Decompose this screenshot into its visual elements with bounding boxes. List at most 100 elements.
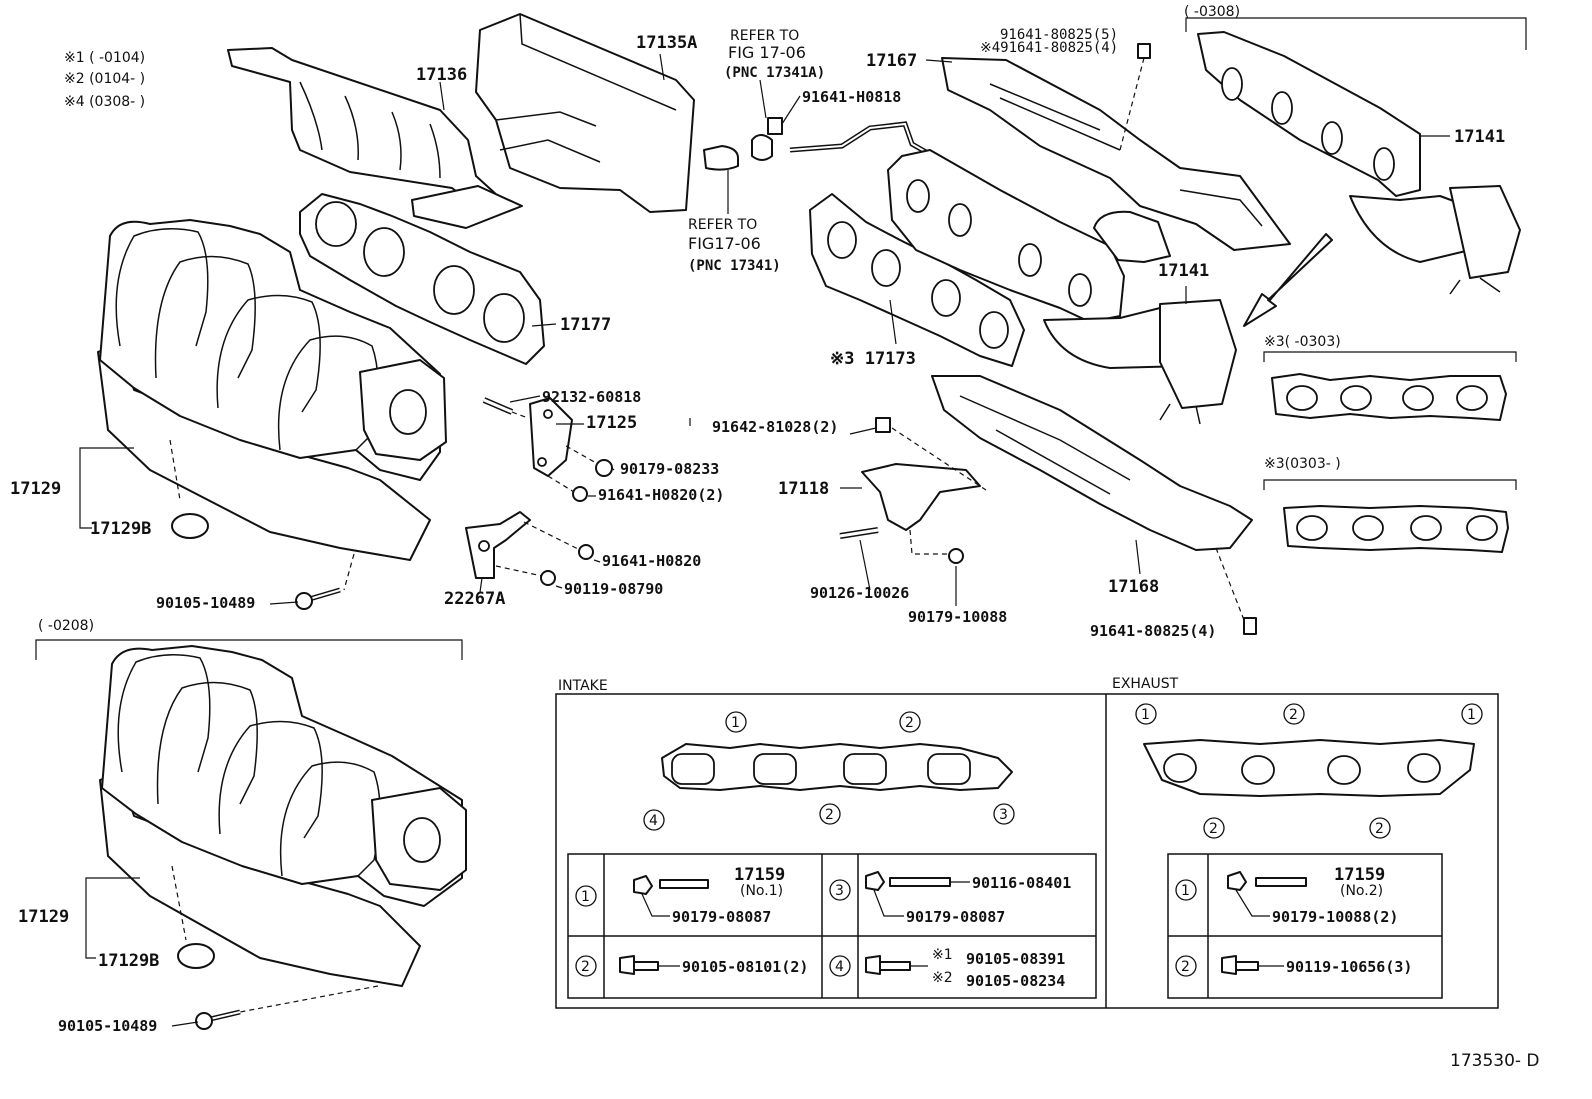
leader-lines: [171, 53, 953, 1027]
range-bracket-lower-left: [35, 639, 463, 660]
note-1: ※1 ( -0104): [64, 50, 145, 66]
intake-row-4-mark2: ※2: [932, 970, 953, 986]
refer-block-17341A: REFER TO FIG 17-06 (PNC 17341A): [724, 28, 825, 161]
bolt-90105-10489-lower: [195, 1009, 241, 1030]
label-17167: 17167: [866, 51, 917, 71]
bracket-17118: [840, 417, 987, 555]
label-90105-10489-upper: 90105-10489: [156, 594, 255, 612]
intake-row-4-bolt2: 90105-08234: [966, 972, 1065, 990]
fastener-tables: INTAKE EXHAUST 1 2 4 2 3 1 2 1 2: [555, 676, 1499, 1009]
refer-2-line3: (PNC 17341): [688, 258, 781, 274]
label-17129B-lower: 17129B: [98, 951, 159, 971]
range-bracket-top-right: [1185, 17, 1527, 50]
intake-manifold-17129-lower: [85, 645, 467, 1013]
part-labels: 17135A 17136 17167 91641-80825(5) ※49164…: [10, 27, 1540, 1071]
range-gasket-b: ※3(0303- ): [1264, 456, 1341, 472]
label-91641-80825-5: 91641-80825(5): [1000, 27, 1118, 43]
label-92132-60818: 92132-60818: [542, 388, 641, 406]
refer-2-line1: REFER TO: [688, 217, 757, 233]
exhaust-row-2-bolt: 90119-10656(3): [1286, 958, 1412, 976]
nut-90179-10088: [948, 548, 964, 606]
exhaust-manifold-17141-middle: [887, 149, 1237, 425]
gasket-range-a: [1263, 351, 1517, 421]
bracket-22267A: [465, 511, 594, 593]
exhaust-row-1-part: 17159: [1334, 865, 1385, 885]
label-91642-81028: 91642-81028(2): [712, 418, 838, 436]
label-17173: ※3 17173: [830, 349, 916, 369]
range-labels: ( -0308) ( -0208) ※3( -0303) ※3(0303- ): [38, 4, 1341, 634]
heat-insulator-17136: [227, 47, 523, 229]
figure-id: 173530- D: [1450, 1051, 1540, 1071]
intake-row-1-num: 1: [581, 889, 590, 905]
label-90179-10088: 90179-10088: [908, 608, 1007, 626]
stud-90126: [839, 527, 879, 591]
label-17141-middle: 17141: [1158, 261, 1209, 281]
label-90179-08233: 90179-08233: [620, 460, 719, 478]
intake-row-3: 3 90116-08401 90179-08087: [829, 871, 1071, 926]
refer-block-17341: REFER TO FIG17-06 (PNC 17341): [688, 145, 781, 274]
exhaust-marker-1b: 1: [1467, 707, 1476, 723]
exhaust-manifold-17141-upper: [1197, 31, 1521, 295]
gasket-range-b: [1263, 479, 1517, 553]
note-2: ※2 (0104- ): [64, 71, 145, 87]
exhaust-row-2-num: 2: [1181, 959, 1190, 975]
label-91641-H0820: 91641-H0820: [602, 552, 701, 570]
label-17136: 17136: [416, 65, 467, 85]
intake-row-4: 4 ※1 90105-08391 ※2 90105-08234: [829, 947, 1065, 990]
exhaust-row-1: 1 17159 (No.2) 90179-10088(2): [1175, 865, 1398, 926]
label-90126-10026: 90126-10026: [810, 584, 909, 602]
label-17177: 17177: [560, 315, 611, 335]
label-91641-H0818: 91641-H0818: [802, 88, 901, 106]
exhaust-row-1-sub: (No.2): [1340, 883, 1383, 899]
stay-17125: [482, 395, 613, 502]
label-91641-80825-4-note: ※491641-80825(4): [980, 40, 1118, 56]
oxygen-sensor-tube: [767, 95, 942, 163]
intake-fastener-grid: [567, 853, 1097, 999]
refer-1-line3: (PNC 17341A): [724, 65, 825, 81]
exhaust-marker-2a: 2: [1289, 707, 1298, 723]
intake-row-1-sub: (No.1): [740, 883, 783, 899]
label-17129-lower: 17129: [18, 907, 69, 927]
intake-row-3-num: 3: [835, 883, 844, 899]
intake-row-2: 2 90105-08101(2): [575, 955, 808, 977]
label-17141-upper: 17141: [1454, 127, 1505, 147]
label-91641-H0820-2: 91641-H0820(2): [598, 486, 724, 504]
intake-row-1: 1 17159 (No.1) 90179-08087: [575, 865, 785, 926]
label-17129B-upper: 17129B: [90, 519, 151, 539]
exhaust-row-2: 2 90119-10656(3): [1175, 955, 1412, 977]
intake-row-1-part: 17159: [734, 865, 785, 885]
label-17168: 17168: [1108, 577, 1159, 597]
label-22267A: 22267A: [444, 589, 505, 609]
intake-marker-2b: 2: [825, 807, 834, 823]
exhaust-marker-1a: 1: [1141, 707, 1150, 723]
note-4: ※4 (0308- ): [64, 94, 145, 110]
label-17125: 17125: [586, 413, 637, 433]
direction-arrow: [1243, 233, 1333, 327]
intake-row-2-num: 2: [581, 959, 590, 975]
exhaust-row-1-nut: 90179-10088(2): [1272, 908, 1398, 926]
intake-marker-2a: 2: [905, 715, 914, 731]
label-17129-upper: 17129: [10, 479, 61, 499]
insulator-17135A: [475, 13, 695, 213]
table-frame: [555, 693, 1499, 1009]
range-gasket-a: ※3( -0303): [1264, 334, 1341, 350]
exhaust-title: EXHAUST: [1112, 676, 1179, 692]
intake-row-3-stud: 90116-08401: [972, 874, 1071, 892]
intake-row-4-bolt1: 90105-08391: [966, 950, 1065, 968]
heat-insulator-17167: [941, 43, 1291, 251]
label-90119-08790: 90119-08790: [564, 580, 663, 598]
exhaust-row-1-num: 1: [1181, 883, 1190, 899]
label-91641-80825-4: 91641-80825(4): [1090, 622, 1216, 640]
intake-row-1-nut: 90179-08087: [672, 908, 771, 926]
exhaust-gasket-key: 1 2 1 2 2: [1135, 703, 1483, 839]
intake-marker-4: 4: [649, 813, 658, 829]
exhaust-gasket-17173: [809, 193, 1025, 367]
exhaust-marker-2b: 2: [1209, 821, 1218, 837]
bolt-h0818: [767, 117, 783, 135]
intake-gasket-key: 1 2 4 2 3: [643, 711, 1015, 831]
bolt-90105-10489-upper: [295, 587, 341, 610]
refer-2-line2: FIG17-06: [688, 234, 761, 253]
intake-row-2-bolt: 90105-08101(2): [682, 958, 808, 976]
exhaust-fastener-grid: [1167, 853, 1443, 999]
